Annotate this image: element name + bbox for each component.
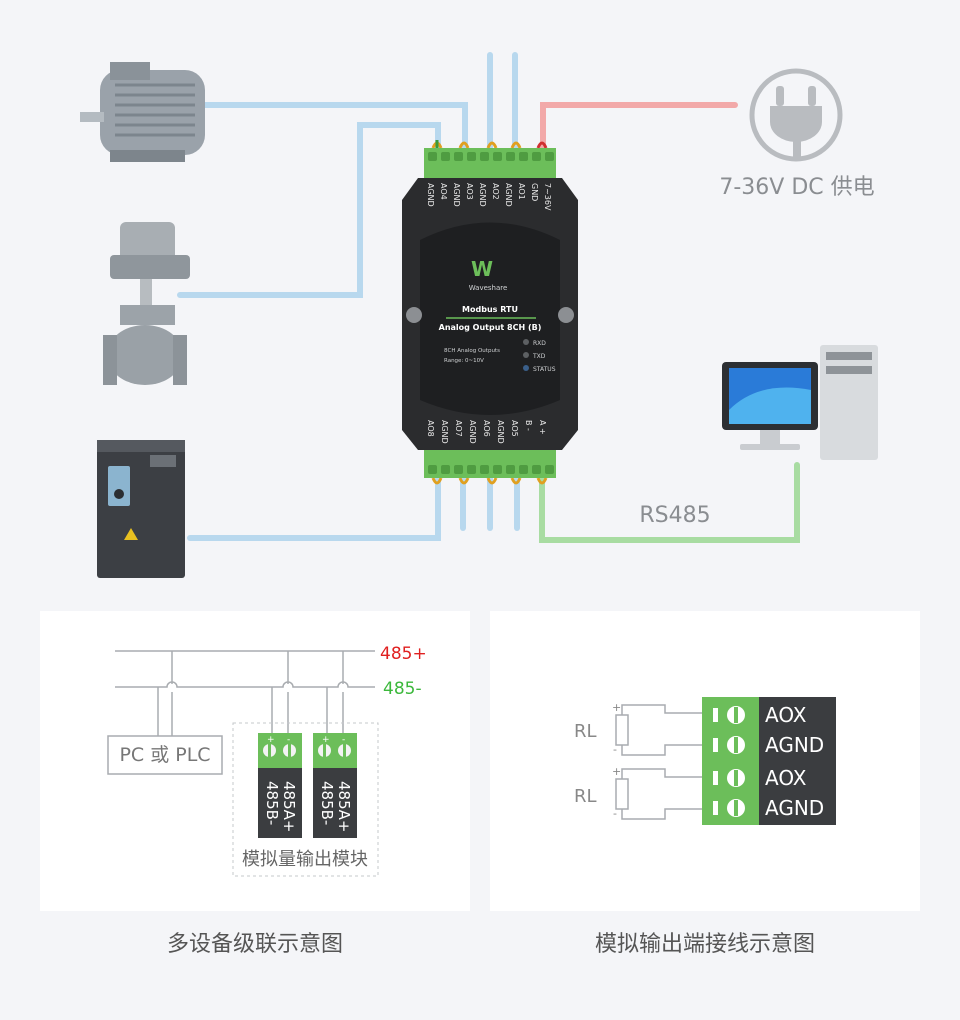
top-pin-label: AO2 — [491, 183, 500, 200]
top-pin-label: AGND — [478, 183, 487, 207]
load-1-label: RL — [574, 721, 597, 742]
cascade-diagram-panel: PC 或 PLC 485+ 485- + - 485A+ 485B- + - 485… — [40, 611, 470, 911]
motor-icon — [80, 62, 205, 162]
bottom-pin-label: AO6 — [482, 420, 491, 437]
signal-wires — [177, 52, 800, 543]
wiring-overview-diagram: 7-36V DC 供电 RS485 — [80, 52, 878, 578]
svg-text:+: + — [322, 735, 330, 745]
module-2-pin-a: 485A+ — [335, 781, 353, 832]
led-rxd-label: RXD — [533, 340, 546, 347]
module-group-caption: 模拟量输出模块 — [242, 849, 368, 870]
output-terminal-block: AOX AGND AOX AGND — [702, 697, 836, 825]
svg-text:+: + — [267, 735, 275, 745]
module-desc-2: Range: 0~10V — [444, 358, 484, 364]
load-1-minus: - — [613, 743, 617, 756]
top-pin-labels: AGND AO4 AGND AO3 AGND AO2 AGND AO1 GND 7~36V — [426, 183, 552, 211]
out-label-1: AOX — [765, 703, 807, 727]
top-pin-label: AO1 — [517, 183, 526, 200]
gnd-label-2: AGND — [765, 796, 824, 820]
left-caption: 多设备级联示意图 — [166, 932, 343, 957]
svg-text:W: W — [471, 257, 493, 281]
top-pin-label: GND — [530, 183, 539, 201]
inverter-icon — [97, 440, 185, 578]
top-pin-label: 7~36V — [543, 183, 552, 211]
bottom-pin-label: AGND — [440, 420, 449, 444]
power-label: 7-36V DC 供电 — [719, 175, 874, 200]
top-pin-label: AGND — [452, 183, 461, 207]
gnd-label-1: AGND — [765, 733, 824, 757]
load-2-plus: + — [612, 765, 621, 778]
load-2-minus: - — [613, 807, 617, 820]
led-status-label: STATUS — [533, 366, 556, 373]
bottom-pin-label: AO8 — [426, 420, 435, 437]
top-pin-label: AGND — [504, 183, 513, 207]
computer-icon — [722, 345, 878, 460]
led-txd-label: TXD — [532, 353, 546, 360]
load-1-plus: + — [612, 701, 621, 714]
svg-text:-: - — [287, 735, 290, 745]
module-title-2: Analog Output 8CH (B) — [439, 323, 542, 332]
module-1-pin-a: 485A+ — [280, 781, 298, 832]
bottom-pin-label: AGND — [496, 420, 505, 444]
output-wiring-diagram: RL RL + - + - AOX AGND AOX AGND — [574, 697, 836, 825]
bus-minus-label: 485- — [383, 679, 422, 699]
module-2-pin-b: 485B- — [318, 781, 336, 825]
wire-ends — [431, 140, 548, 485]
top-pin-label: AO4 — [439, 183, 448, 200]
module-title-1: Modbus RTU — [462, 305, 518, 314]
top-pin-label: AO3 — [465, 183, 474, 200]
bottom-pin-labels: AO8 AGND AO7 AGND AO6 AGND AO5 B - A + — [426, 420, 547, 444]
bottom-pin-label: AGND — [468, 420, 477, 444]
valve-actuator-icon — [103, 222, 190, 385]
pc-plc-box-label: PC 或 PLC — [119, 744, 210, 766]
svg-text:-: - — [342, 735, 345, 745]
module-terminal-2: + - 485A+ 485B- — [313, 733, 357, 838]
module-desc-1: 8CH Analog Outputs — [444, 348, 500, 354]
cascade-diagram: PC 或 PLC 485+ 485- + - 485A+ 485B- + - 485… — [107, 644, 427, 877]
load-2-label: RL — [574, 786, 597, 807]
module-terminal-1: + - 485A+ 485B- — [258, 733, 302, 838]
output-wiring-panel: RL RL + - + - AOX AGND AOX AGND — [490, 611, 920, 911]
bottom-pin-label: A + — [538, 420, 547, 435]
bottom-pin-label: B - — [524, 420, 533, 431]
bus-plus-label: 485+ — [380, 644, 427, 664]
power-plug-icon — [749, 68, 843, 162]
out-label-2: AOX — [765, 766, 807, 790]
brand-label: Waveshare — [469, 284, 508, 292]
right-caption: 模拟输出端接线示意图 — [594, 932, 815, 957]
rs485-label: RS485 — [639, 503, 710, 528]
top-pin-label: AGND — [426, 183, 435, 207]
module-1-pin-b: 485B- — [263, 781, 281, 825]
bottom-pin-label: AO5 — [510, 420, 519, 437]
analog-output-module: W Waveshare Modbus RTU Analog Output 8CH… — [402, 148, 578, 478]
bottom-pin-label: AO7 — [454, 420, 463, 437]
